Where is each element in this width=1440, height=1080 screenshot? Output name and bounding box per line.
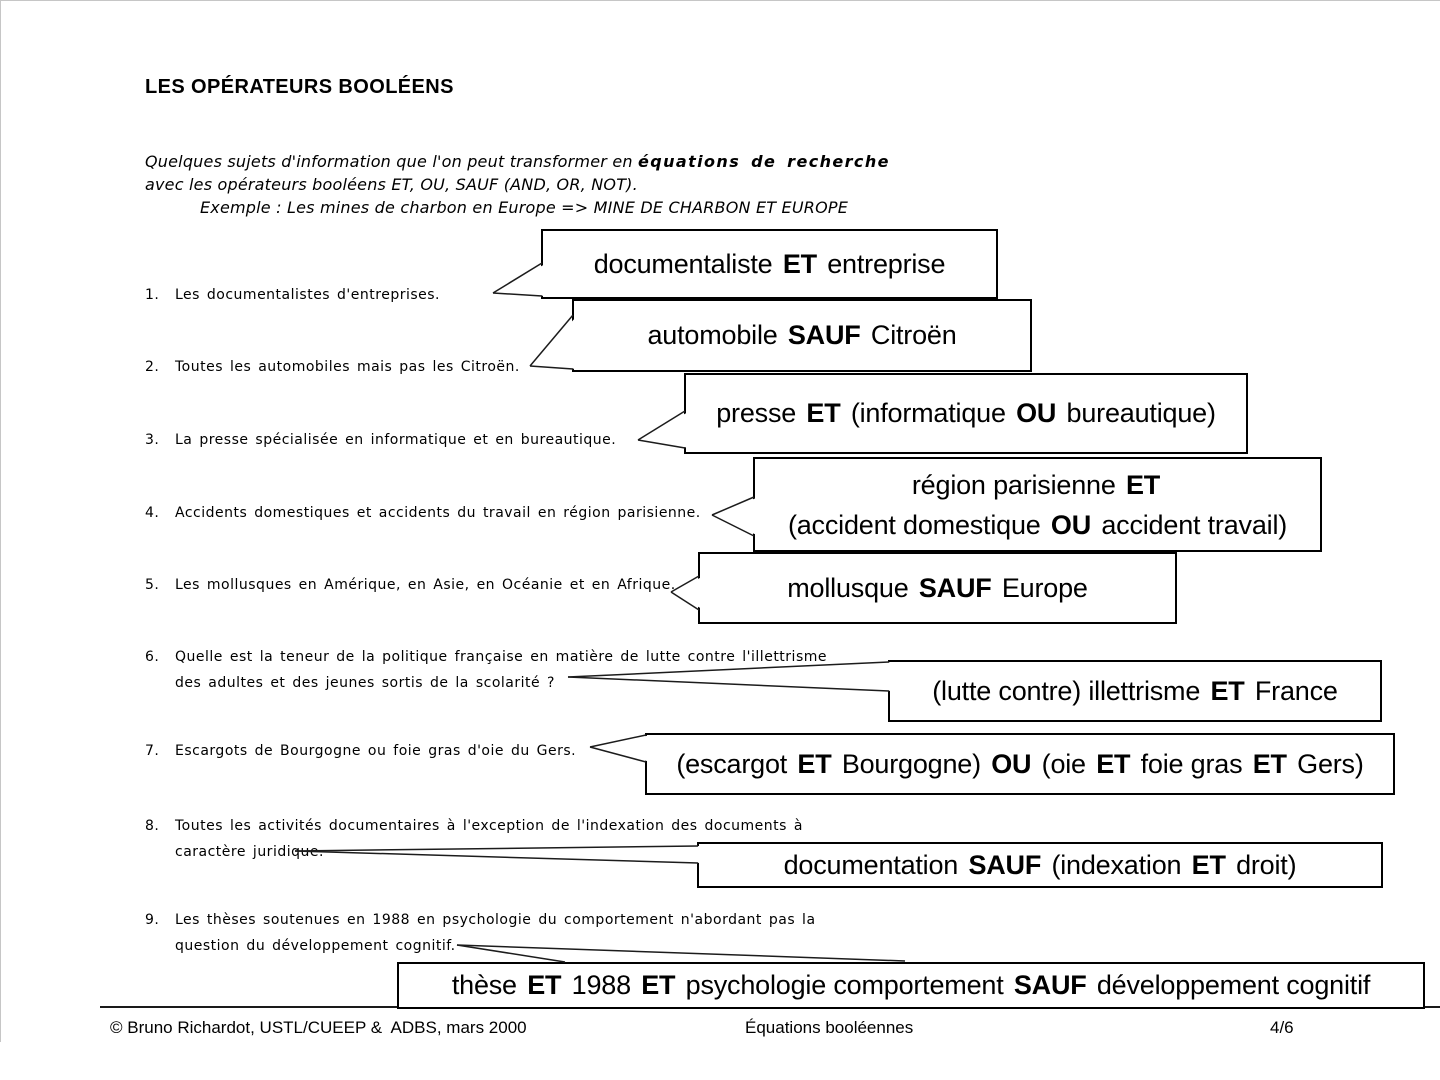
- boolean-operator: ET: [1191, 849, 1226, 880]
- topic-item-6: 6.Quelle est la teneur de la politique f…: [145, 644, 827, 696]
- topic-text: Les documentalistes d'entreprises.: [175, 287, 441, 303]
- boolean-operator: ET: [797, 748, 832, 779]
- boolean-operator: ET: [782, 248, 817, 279]
- equation-callout-4: région parisienne ET(accident domestique…: [753, 457, 1322, 552]
- topic-number: 8.: [145, 818, 160, 834]
- topic-item-3: 3. La presse spécialisée en informatique …: [145, 427, 616, 453]
- topic-text-line: 8.Toutes les activités documentaires à l…: [145, 813, 803, 839]
- equation-callout-1: documentaliste ET entreprise: [541, 229, 998, 299]
- topic-number: 9.: [145, 912, 160, 928]
- topic-number: 5.: [145, 577, 160, 593]
- topic-number: 7.: [145, 743, 160, 759]
- topic-item-1: 1. Les documentalistes d'entreprises.: [145, 282, 440, 308]
- topic-text: Toutes les automobiles mais pas les Citr…: [175, 359, 520, 375]
- footer-copyright: © Bruno Richardot, USTL/CUEEP & ADBS, ma…: [110, 1018, 527, 1037]
- topic-text: Escargots de Bourgogne ou foie gras d'oi…: [175, 743, 577, 759]
- equation-callout-9: thèse ET 1988 ET psychologie comportemen…: [397, 962, 1425, 1009]
- callout-tail-3: [637, 410, 690, 449]
- intro-line-1: Quelques sujets d'information que l'on p…: [145, 152, 890, 171]
- page-title: LES OPÉRATEURS BOOLÉENS: [145, 76, 454, 98]
- boolean-operator: ET: [1125, 469, 1161, 500]
- topic-item-2: 2. Toutes les automobiles mais pas les Ci…: [145, 354, 520, 380]
- callout-tail-2: [529, 314, 578, 370]
- boolean-operator: OU: [1016, 398, 1057, 428]
- topic-text-line: 6.Quelle est la teneur de la politique f…: [145, 644, 827, 670]
- equation-callout-8: documentation SAUF (indexation ET droit): [697, 842, 1383, 888]
- boolean-operator: SAUF: [968, 849, 1042, 880]
- topic-item-8: 8.Toutes les activités documentaires à l…: [145, 813, 803, 865]
- topic-text-line: des adultes et des jeunes sortis de la s…: [175, 675, 555, 691]
- equation-callout-7: (escargot ET Bourgogne) OU (oie ET foie …: [645, 733, 1395, 795]
- page-edge-top: [0, 0, 1440, 1]
- equation-callout-5: mollusque SAUF Europe: [698, 552, 1177, 624]
- topic-text-line: caractère juridique.: [175, 844, 324, 860]
- boolean-operator: ET: [641, 970, 676, 1000]
- topic-text: Les mollusques en Amérique, en Asie, en …: [175, 577, 676, 593]
- intro-emphasis: équations de recherche: [638, 152, 890, 171]
- callout-tail-1: [492, 262, 547, 297]
- equation-callout-2: automobile SAUF Citroën: [572, 299, 1032, 372]
- boolean-operator: SAUF: [1013, 970, 1087, 1000]
- boolean-operator: OU: [1050, 509, 1092, 540]
- intro-example-line: Exemple : Les mines de charbon en Europe…: [200, 198, 849, 217]
- boolean-operator: OU: [991, 748, 1032, 779]
- footer-page-number: 4/6: [1270, 1018, 1294, 1037]
- topic-text-line: 9.Les thèses soutenues en 1988 en psycho…: [145, 907, 816, 933]
- boolean-operator: SAUF: [787, 320, 861, 350]
- equation-callout-3: presse ET (informatique OU bureautique): [684, 373, 1248, 454]
- intro-paragraph: Quelques sujets d'information que l'on p…: [145, 150, 905, 219]
- equation-callout-6: (lutte contre) illettrisme ET France: [888, 660, 1382, 722]
- callout-tail-4: [711, 496, 759, 537]
- page-edge-left: [0, 0, 1, 1042]
- topic-number: 2.: [145, 359, 160, 375]
- footer-doc-title: Équations booléennes: [745, 1018, 914, 1037]
- topic-item-5: 5. Les mollusques en Amérique, en Asie, e…: [145, 572, 676, 598]
- boolean-operator: ET: [1210, 675, 1245, 706]
- boolean-operator: ET: [806, 398, 841, 428]
- topic-number: 4.: [145, 505, 160, 521]
- callout-tail-7: [589, 734, 651, 763]
- boolean-operator: SAUF: [918, 572, 992, 603]
- boolean-operator: ET: [1252, 748, 1287, 779]
- topic-item-4: 4. Accidents domestiques et accidents du …: [145, 500, 701, 526]
- topic-text-line: question du développement cognitif.: [175, 938, 456, 954]
- boolean-operator: ET: [1096, 748, 1131, 779]
- topic-number: 6.: [145, 649, 160, 665]
- topic-text: La presse spécialisée en informatique et…: [175, 432, 617, 448]
- intro-line-2: avec les opérateurs booléens ET, OU, SAU…: [145, 175, 638, 194]
- topic-item-9: 9.Les thèses soutenues en 1988 en psycho…: [145, 907, 816, 959]
- topic-number: 1.: [145, 287, 160, 303]
- boolean-operator: ET: [527, 970, 562, 1000]
- topic-text: Accidents domestiques et accidents du tr…: [175, 505, 701, 521]
- topic-number: 3.: [145, 432, 160, 448]
- topic-item-7: 7. Escargots de Bourgogne ou foie gras d'…: [145, 738, 576, 764]
